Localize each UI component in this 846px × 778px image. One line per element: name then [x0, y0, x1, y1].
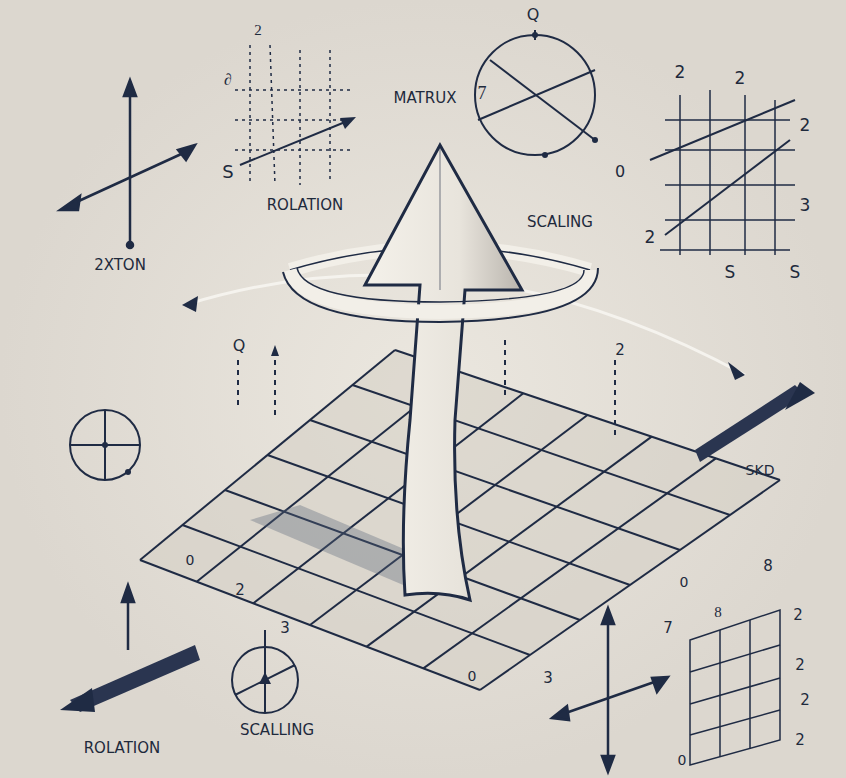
- grid-line: [310, 420, 680, 550]
- caption-label: SKD: [746, 463, 775, 477]
- axis-number: 0: [186, 553, 195, 567]
- axis-number: 2: [615, 343, 625, 358]
- axis-number: 7: [478, 84, 487, 102]
- caption-label: MATRUX: [394, 91, 457, 106]
- axis-number: 2: [675, 64, 686, 81]
- caption-label: ROLATION: [84, 741, 161, 756]
- axis-number: S: [790, 264, 801, 281]
- axis-number: Q: [527, 7, 540, 23]
- axis-number: 2: [795, 658, 805, 673]
- caption-label: 2XTON: [94, 258, 146, 273]
- axis-number: 7: [663, 621, 673, 636]
- axis-number: 3: [280, 621, 290, 636]
- axis-number: S: [222, 163, 233, 181]
- axis-number: 2: [235, 583, 245, 598]
- axis-number: 2: [800, 693, 810, 708]
- axis-number: 2: [793, 608, 803, 623]
- axis-number: 8: [763, 559, 773, 574]
- grid-line: [423, 458, 715, 668]
- axis-number: 0: [680, 575, 689, 589]
- axis-number: 0: [615, 164, 625, 180]
- axis-number: 3: [800, 197, 811, 214]
- axis-number: S: [725, 264, 736, 281]
- axis-number: Q: [233, 338, 246, 354]
- axis-number: 2: [735, 70, 746, 87]
- axis-number: 2: [254, 23, 262, 38]
- axis-number: 2: [795, 733, 805, 748]
- axis-number: 0: [468, 669, 477, 683]
- caption-label: SCALING: [527, 215, 593, 230]
- axis-number: 2: [800, 117, 811, 134]
- caption-label: ROLATION: [267, 198, 344, 213]
- axis-number: ∂: [224, 72, 232, 88]
- axis-number: 0: [678, 753, 687, 767]
- caption-label: SCALLING: [240, 723, 314, 738]
- axis-number: 3: [543, 671, 553, 686]
- grid-line: [480, 480, 780, 690]
- axis-number: 8: [714, 605, 722, 620]
- axis-number: 2: [645, 229, 656, 246]
